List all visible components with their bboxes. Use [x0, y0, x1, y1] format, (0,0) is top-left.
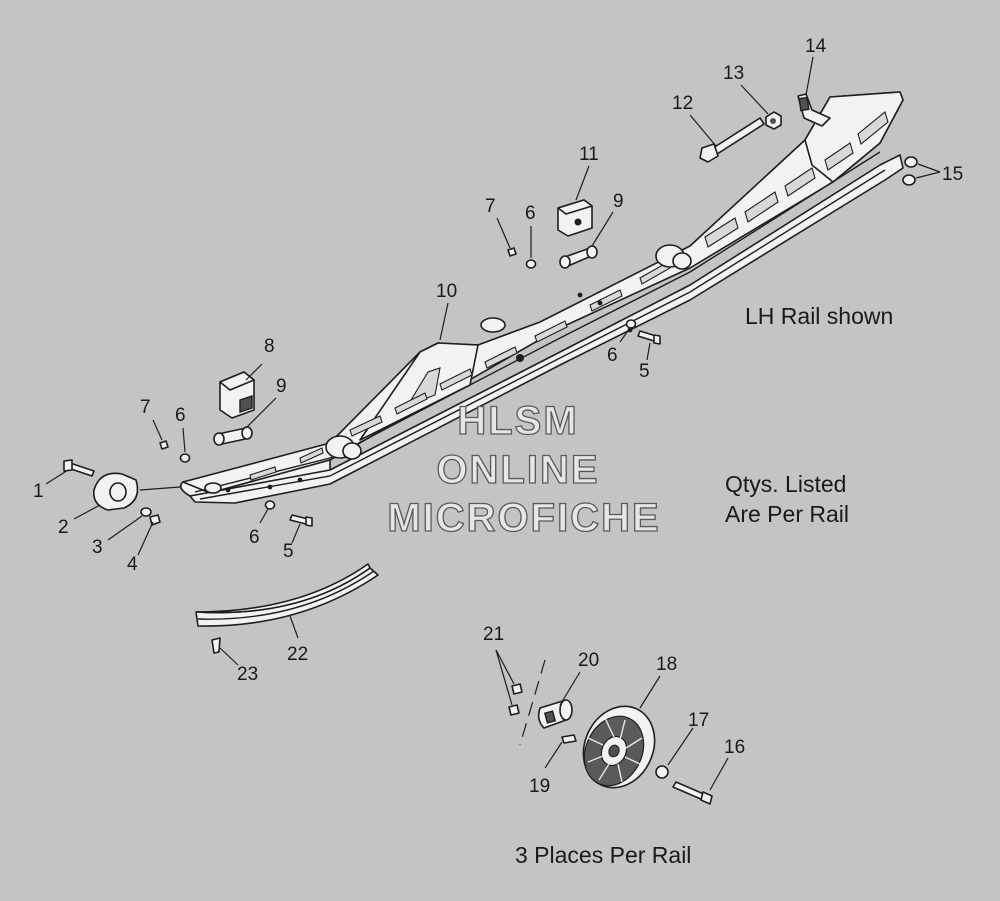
washer-3	[140, 507, 152, 517]
nut-13	[765, 111, 782, 130]
leader-lines	[45, 56, 941, 791]
rail-rivets	[225, 292, 633, 493]
screw-7-lower	[159, 440, 169, 450]
washer-17	[655, 765, 669, 779]
callout-9-upper: 9	[613, 191, 624, 212]
callout-2: 2	[58, 517, 69, 538]
callout-5-mid: 5	[283, 541, 294, 562]
callout-15: 15	[942, 164, 963, 185]
callout-21: 21	[483, 624, 504, 645]
nut-21-b	[508, 704, 520, 716]
note-qty-line1: Qtys. Listed	[725, 471, 846, 497]
callout-20: 20	[578, 650, 599, 671]
bolt-1	[63, 459, 95, 477]
callout-7-lower: 7	[140, 397, 151, 418]
nut-21-a	[511, 683, 523, 695]
callout-22: 22	[287, 644, 308, 665]
bolt-5-mid	[289, 514, 313, 527]
callout-5-right: 5	[639, 361, 650, 382]
wear-strip-22	[195, 563, 379, 627]
note-qty-line2: Are Per Rail	[725, 501, 849, 527]
block-8	[219, 371, 255, 419]
bushing-9-lower	[213, 426, 253, 446]
spacer-20	[537, 699, 573, 729]
callout-23: 23	[237, 664, 258, 685]
screw-7-upper	[507, 247, 517, 257]
callout-6-lower: 6	[175, 405, 186, 426]
bumper-2	[92, 472, 139, 511]
callout-10: 10	[436, 281, 457, 302]
callout-14: 14	[805, 36, 827, 57]
callout-11: 11	[579, 144, 599, 165]
callout-12: 12	[672, 93, 693, 114]
bolt-16	[672, 781, 713, 805]
watermark: HLSM ONLINE MICROFICHE	[387, 398, 660, 540]
callout-7-upper: 7	[485, 196, 496, 217]
wheel-assembly	[508, 659, 713, 805]
watermark-line3: MICROFICHE	[387, 496, 660, 540]
callout-16: 16	[724, 737, 745, 758]
callout-13: 13	[723, 63, 744, 84]
callout-17: 17	[688, 710, 709, 731]
block-11	[557, 199, 593, 237]
callout-6-right: 6	[607, 345, 618, 366]
bolt-5-right	[637, 330, 661, 345]
bushing-9-upper	[559, 245, 598, 269]
nut-4	[149, 514, 161, 526]
watermark-line2: ONLINE	[436, 448, 599, 492]
callout-18: 18	[656, 654, 677, 675]
screw-23	[211, 637, 221, 654]
callout-3: 3	[92, 537, 103, 558]
callouts: 1 2 3 4 5 5 6 6 6 6 7 7 8 9 9 10 11 12 1…	[33, 36, 963, 797]
note-rail-side: LH Rail shown	[745, 303, 893, 329]
callout-8: 8	[264, 336, 275, 357]
washer-6-right	[625, 319, 637, 329]
washer-6-lower	[179, 453, 191, 463]
bolt-19	[561, 734, 577, 744]
callout-6-upper: 6	[525, 203, 536, 224]
callout-4: 4	[127, 554, 138, 575]
notes: LH Rail shown Qtys. Listed Are Per Rail …	[515, 303, 893, 868]
rail-slots	[249, 111, 889, 481]
callout-1: 1	[33, 481, 44, 502]
washer-6-mid	[264, 500, 276, 510]
washer-6-upper	[525, 259, 537, 269]
slide-rail	[179, 91, 904, 504]
bolt-12	[699, 117, 765, 163]
callout-6-mid: 6	[249, 527, 260, 548]
note-places: 3 Places Per Rail	[515, 842, 691, 868]
pins	[902, 156, 918, 186]
callout-9-lower: 9	[276, 376, 287, 397]
wheel-18	[582, 705, 656, 789]
callout-19: 19	[529, 776, 550, 797]
watermark-line1: HLSM	[457, 399, 578, 443]
